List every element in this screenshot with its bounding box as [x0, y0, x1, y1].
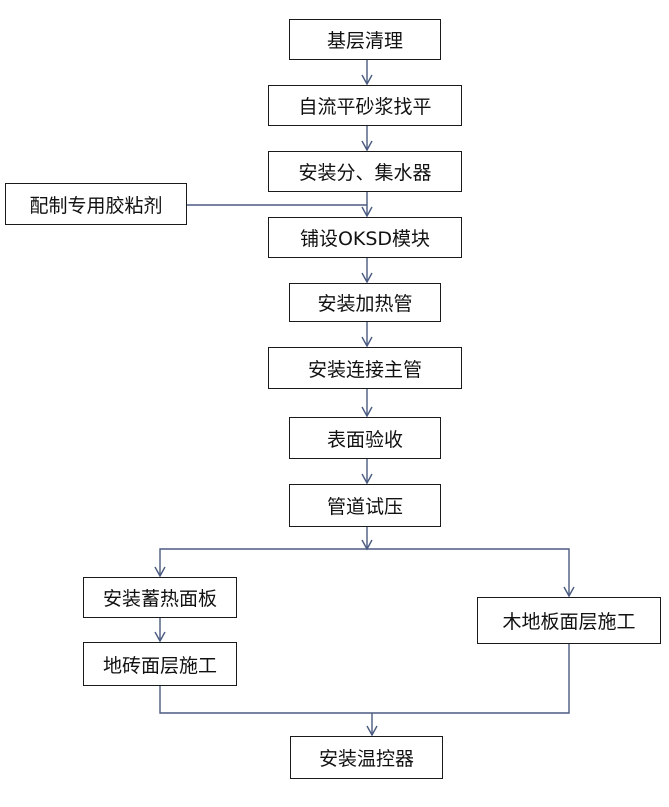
- step-tile-surface: 地砖面层施工: [83, 642, 237, 686]
- edge-tile-to-merge: [159, 686, 372, 714]
- step-base-cleaning: 基层清理: [289, 19, 441, 60]
- step-install-manifold: 安装分、集水器: [268, 151, 462, 192]
- step-install-heating-pipe: 安装加热管: [289, 283, 441, 322]
- edge-branch-to-storage-panel: [154, 548, 367, 578]
- edge-branch-to-wood-floor: [367, 548, 575, 598]
- step-install-main-pipe: 安装连接主管: [268, 347, 462, 389]
- step-lay-module: 铺设OKSD模块: [268, 217, 462, 258]
- step-wood-floor-surface: 木地板面层施工: [477, 597, 661, 644]
- step-self-leveling: 自流平砂浆找平: [268, 85, 462, 126]
- step-install-storage-panel: 安装蓄热面板: [83, 577, 237, 618]
- step-pipe-pressure-test: 管道试压: [289, 484, 441, 527]
- step-surface-inspection: 表面验收: [289, 417, 441, 459]
- step-install-thermostat: 安装温控器: [290, 736, 443, 779]
- step-special-adhesive: 配制专用胶粘剂: [5, 183, 187, 225]
- edge-wood-to-merge: [372, 644, 570, 714]
